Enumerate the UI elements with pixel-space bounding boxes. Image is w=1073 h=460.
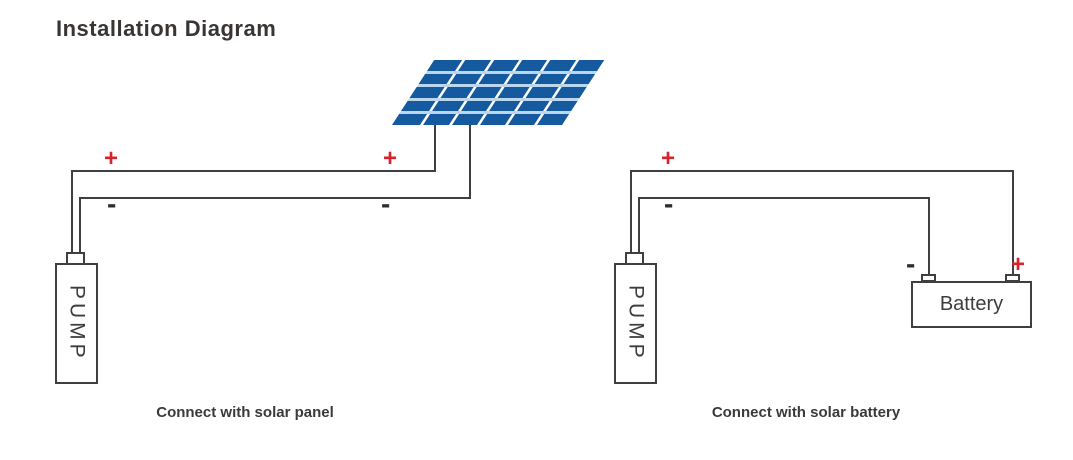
wire-right-positive-horizontal [630,170,1014,172]
solar-cell [560,73,596,85]
solar-cell [551,87,587,98]
caption-left: Connect with solar panel [156,404,334,421]
battery-minus-label: - [906,248,916,279]
solar-cell [568,60,605,71]
polarity-minus-label: - [107,188,117,219]
battery-plus-label: + [1011,251,1026,278]
wire-right-negative-to-battery [928,197,930,276]
polarity-plus-label: + [661,145,676,172]
polarity-minus-label: - [381,188,391,219]
wire-left-positive-horizontal [71,170,436,172]
solar-cell [533,114,569,125]
solar-cell [542,100,578,112]
wire-right-positive-to-battery [1012,170,1014,276]
pump-left: PUMP [55,263,98,384]
solar-panel-graphic [392,60,605,125]
wire-right-negative-horizontal [638,197,930,199]
battery-box: Battery [911,281,1032,328]
page-title: Installation Diagram [56,16,277,41]
battery-label: Battery [939,293,1004,315]
polarity-plus-label: + [104,145,119,172]
wire-left-negative-horizontal [79,197,471,199]
wire-left-negative-from-panel [469,123,471,199]
wire-right-positive-to-pump [630,170,632,254]
polarity-minus-label: - [664,188,674,219]
pump-right: PUMP [614,263,657,384]
pump-left-label: PUMP [65,285,89,362]
caption-right: Connect with solar battery [711,404,901,421]
wire-left-positive-from-panel [434,123,436,172]
wire-left-positive-to-pump [71,170,73,254]
wire-left-negative-to-pump [79,197,81,254]
pump-right-label: PUMP [624,285,648,362]
wire-right-negative-to-pump [638,197,640,254]
polarity-plus-label: + [383,145,398,172]
